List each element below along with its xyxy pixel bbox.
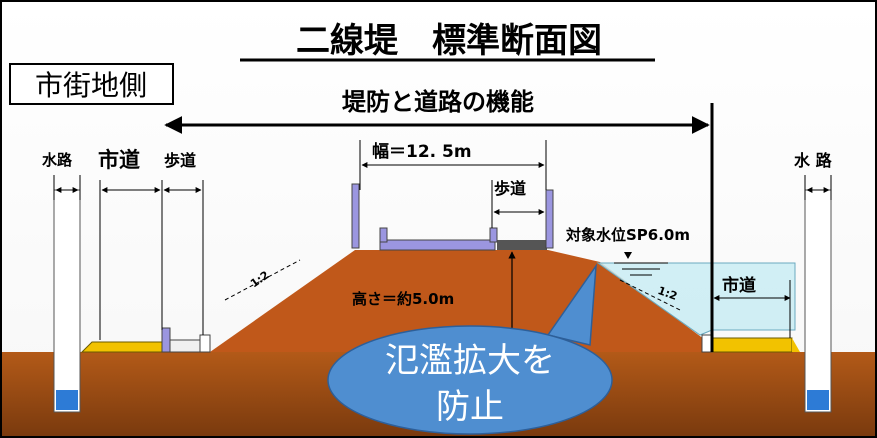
- height-label: 高さ＝約5.0m: [352, 290, 454, 308]
- callout-line1: 氾濫拡大を: [385, 341, 555, 381]
- water-level-triangle: [624, 252, 632, 259]
- function-label: 堤防と道路の機能: [342, 88, 534, 116]
- right-waterway-label: 水 路: [794, 151, 833, 170]
- top-left-curb: [379, 227, 388, 243]
- right-road-edge: [792, 338, 800, 352]
- diagram-title: 二線堤 標準断面図: [296, 21, 602, 61]
- right-slope-label: 1:2: [656, 284, 679, 303]
- left-waterway-channel: [53, 189, 81, 413]
- left-city-road-surface: [80, 341, 171, 353]
- left-city-road-label: 市道: [98, 148, 140, 172]
- top-right-post: [545, 189, 554, 249]
- target-water-level-label: 対象水位SP6.0m: [565, 226, 690, 244]
- river-water: [598, 263, 795, 335]
- left-sidewalk-label: 歩道: [164, 151, 196, 170]
- right-city-road-label: 市道: [722, 275, 756, 296]
- city-side-label: 市街地側: [35, 69, 147, 102]
- top-sidewalk-label: 歩道: [494, 179, 526, 198]
- left-wall: [199, 334, 211, 353]
- callout-line2: 防止: [436, 387, 504, 427]
- left-curb: [161, 327, 171, 353]
- right-waterway-water: [807, 390, 829, 410]
- right-city-road-surface: [711, 337, 793, 353]
- left-sidewalk-surface: [169, 339, 201, 353]
- left-waterway-label: 水路: [42, 151, 73, 169]
- city-side-box: [9, 63, 174, 105]
- top-left-post: [351, 183, 360, 249]
- top-right-curb: [489, 227, 498, 243]
- left-slope-guide: [224, 259, 301, 301]
- top-width-label: 幅＝12. 5m: [372, 141, 472, 162]
- left-waterway-water: [56, 390, 78, 410]
- callout-pointer: [546, 263, 597, 346]
- top-road-pavement: [379, 239, 496, 251]
- water-outline: [596, 262, 796, 336]
- right-waterway-channel: [804, 189, 832, 413]
- callout-bubble: [327, 325, 613, 435]
- top-sidewalk-surface: [497, 240, 547, 250]
